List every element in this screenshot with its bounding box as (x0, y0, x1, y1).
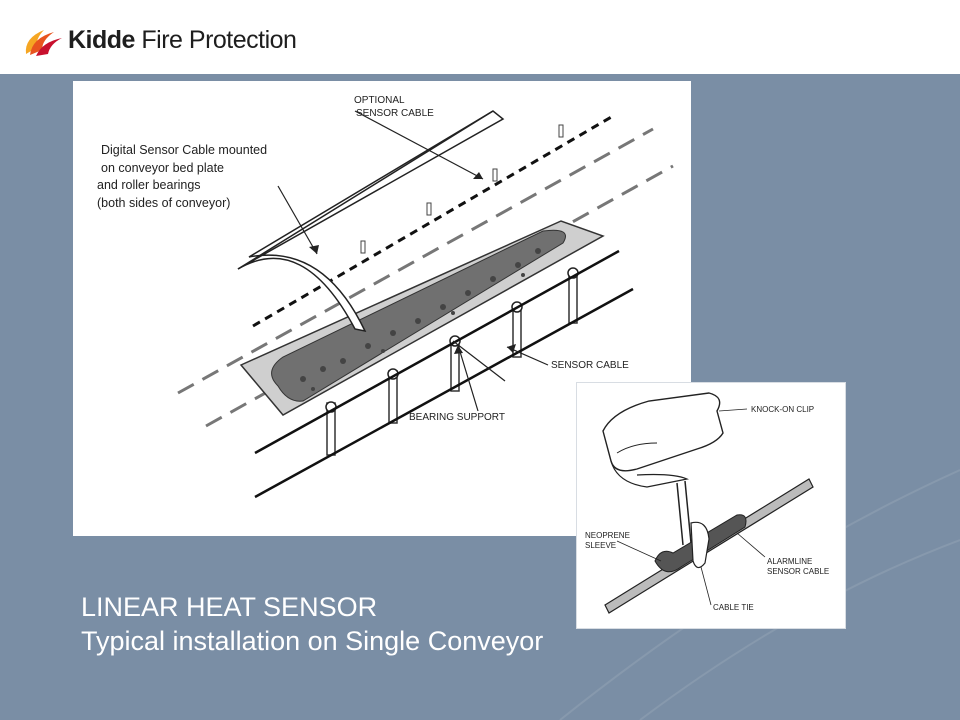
conveyor-drawing (177, 110, 674, 499)
neoprene-sleeve-label-line2: SLEEVE (585, 541, 617, 550)
digital-cable-label-line4: (both sides of conveyor) (97, 196, 231, 210)
logo-subtitle: Fire Protection (134, 26, 297, 54)
neoprene-sleeve-label-line1: NEOPRENE (585, 531, 630, 540)
slide-title: LINEAR HEAT SENSOR Typical installation … (81, 590, 543, 658)
header-bar: Kidde Fire Protection (0, 0, 960, 74)
company-logo-text: Kidde Fire Protection (68, 26, 297, 55)
slide-title-line2: Typical installation on Single Conveyor (81, 626, 544, 656)
digital-cable-label-line1: Digital Sensor Cable mounted (101, 143, 268, 157)
knock-on-clip-label: KNOCK-ON CLIP (751, 405, 815, 414)
cable-tie-label: CABLE TIE (713, 603, 754, 612)
digital-cable-label-line3: and roller bearings (97, 178, 201, 192)
optional-label-line2: SENSOR CABLE (356, 108, 434, 119)
conveyor-diagram: OPTIONAL SENSOR CABLE Digital Sensor Cab… (73, 81, 691, 536)
optional-label-line1: OPTIONAL (354, 95, 405, 106)
alarmline-label-line2: SENSOR CABLE (767, 567, 830, 576)
sensor-cable-label: SENSOR CABLE (551, 360, 629, 371)
cable-clip-detail: KNOCK-ON CLIP NEOPRENE SLEEVE ALARMLINE … (576, 382, 846, 629)
logo-brand: Kidde (68, 26, 135, 54)
alarmline-label-line1: ALARMLINE (767, 557, 813, 566)
clip-drawing (602, 392, 814, 614)
digital-cable-label-line2: on conveyor bed plate (101, 161, 225, 175)
slide-title-line1: LINEAR HEAT SENSOR (81, 592, 378, 622)
flame-logo-icon (25, 30, 62, 56)
bearing-support-label: BEARING SUPPORT (409, 412, 505, 423)
